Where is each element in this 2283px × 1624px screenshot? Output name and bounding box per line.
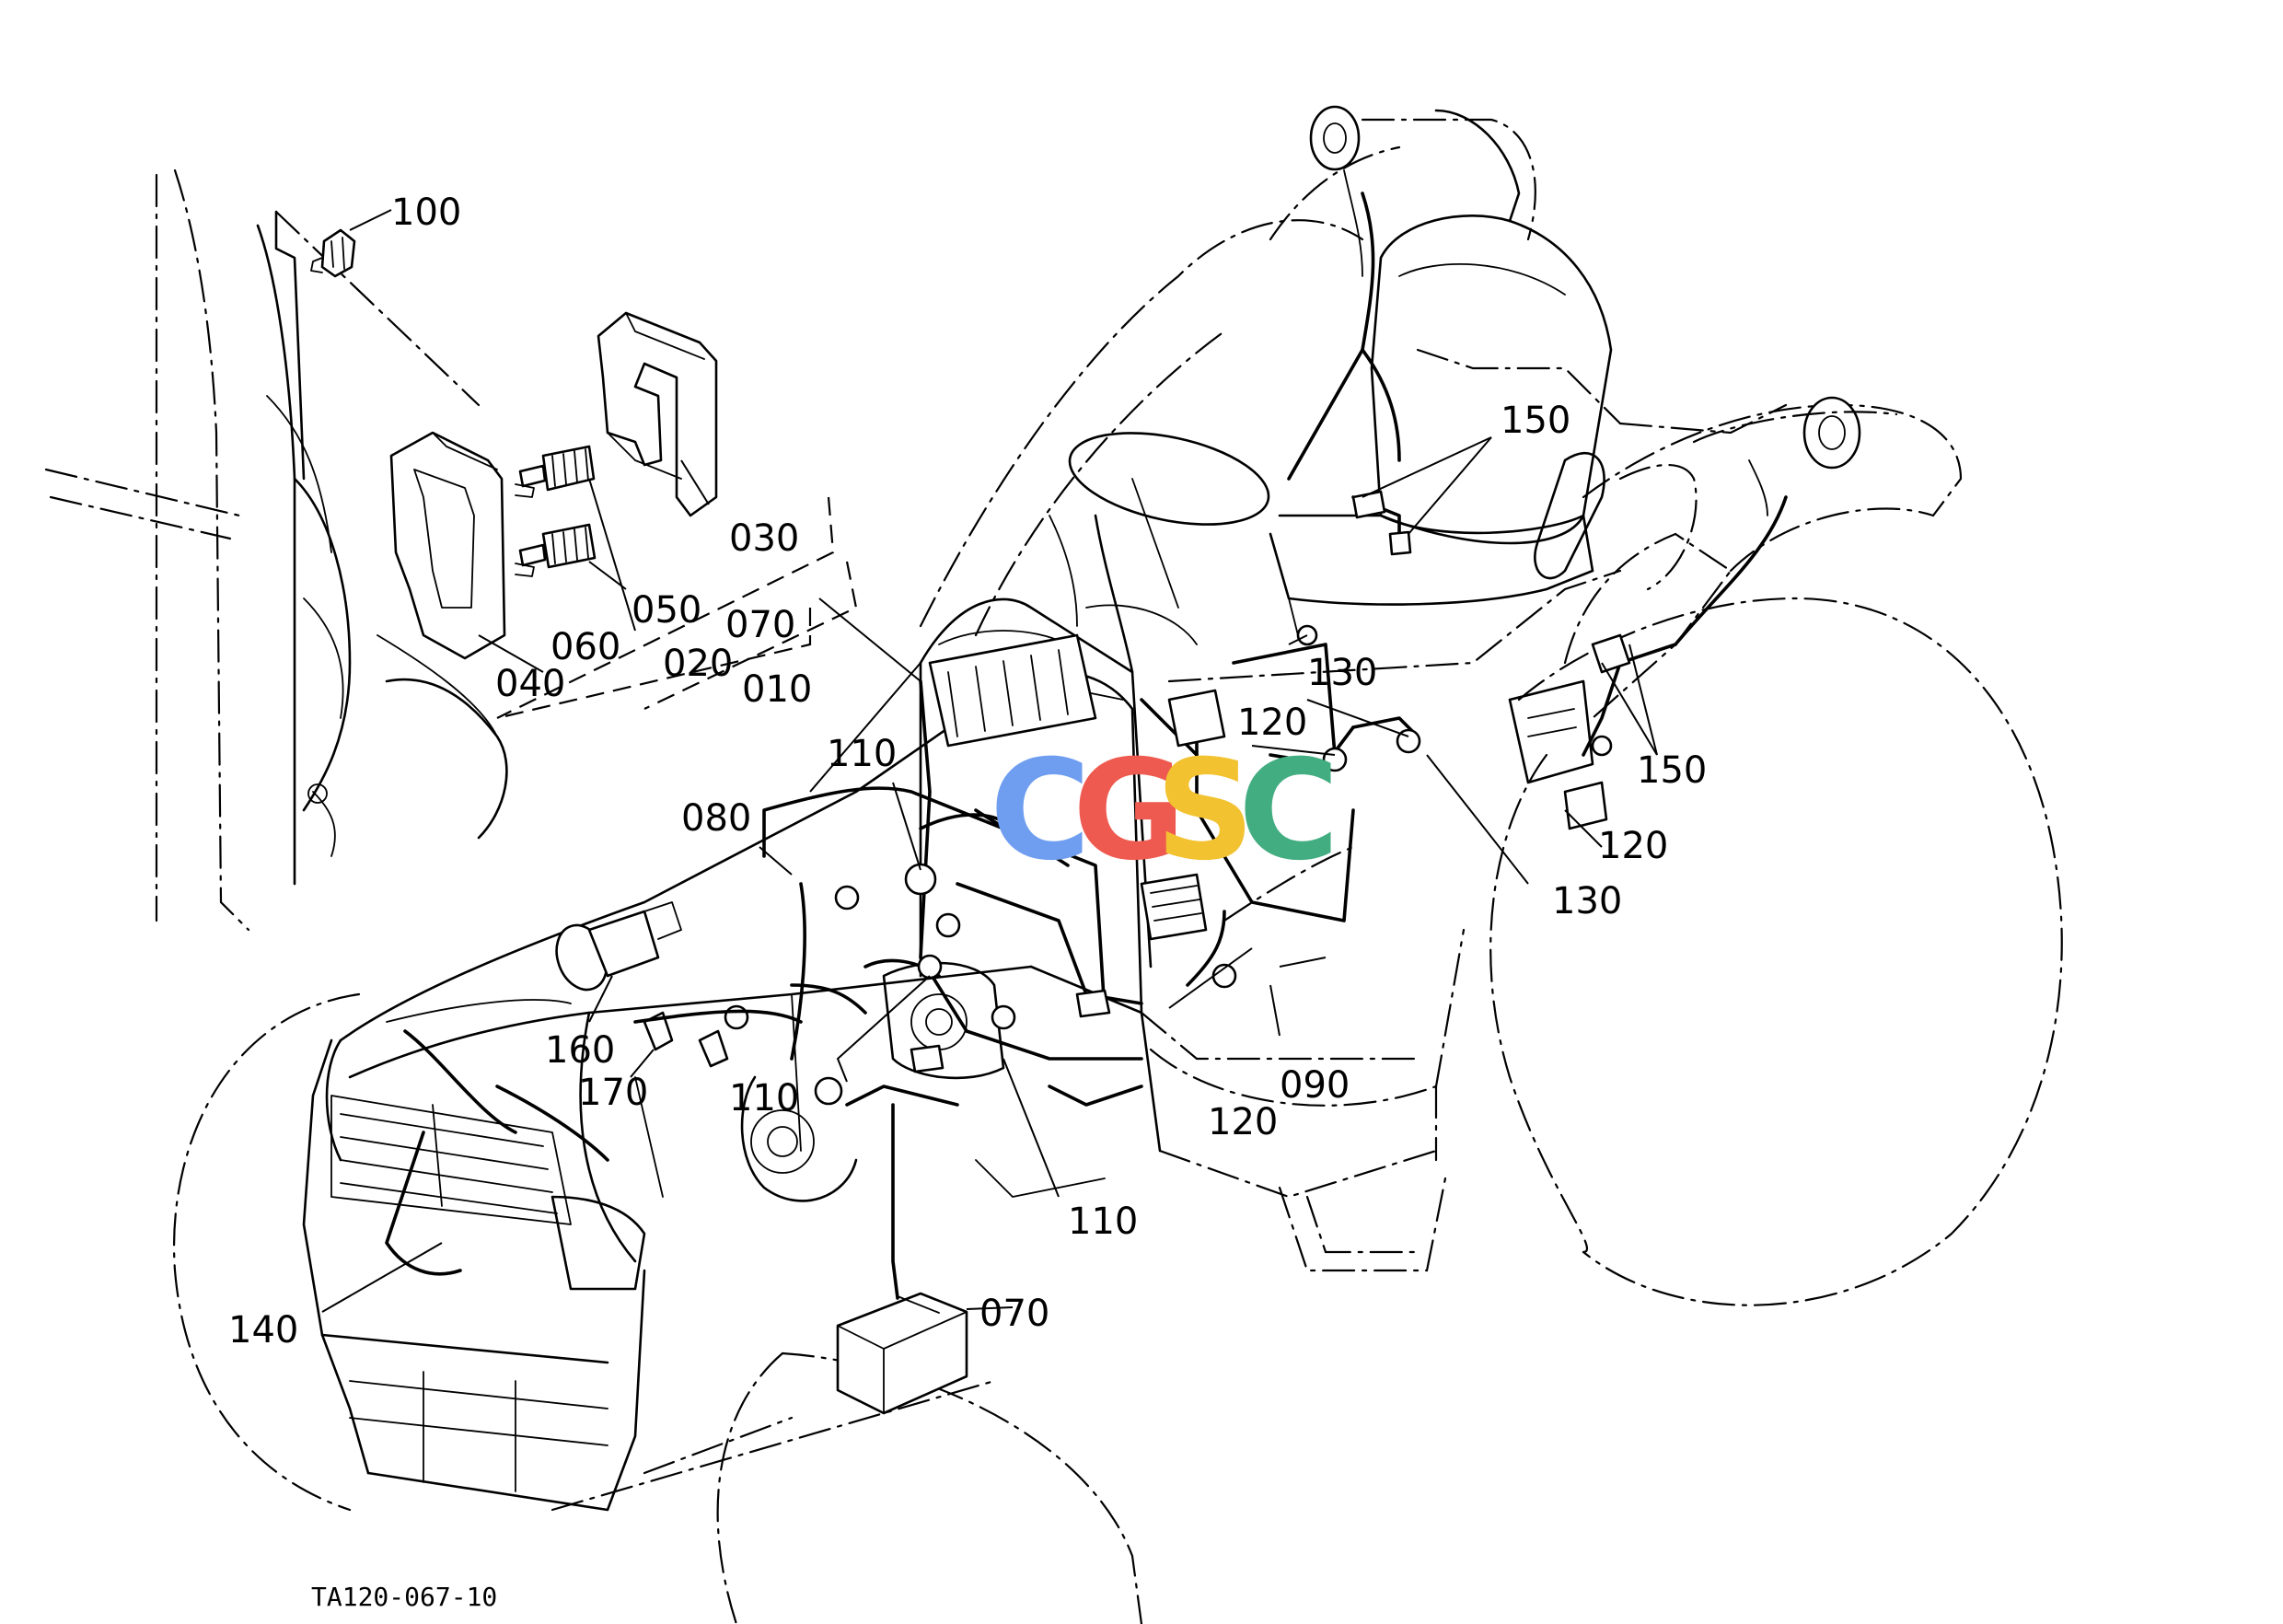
callout-070-lower: 070 xyxy=(979,1293,1049,1335)
side-panel-drawing xyxy=(44,168,508,932)
callout-070-upper: 070 xyxy=(725,604,795,646)
wiring-harness xyxy=(385,191,1788,1300)
watermark-letter-c2: C xyxy=(1238,731,1339,891)
part-040-cover xyxy=(389,431,506,660)
watermark-logo: C G S C xyxy=(990,731,1339,891)
exploded-parts xyxy=(310,228,968,1415)
kit-bracket-lines xyxy=(496,496,858,720)
part-050-connector xyxy=(515,445,596,498)
part-030-cover xyxy=(597,311,718,517)
callout-130-top: 130 xyxy=(1307,652,1377,694)
callout-030: 030 xyxy=(729,517,799,560)
callout-150-right: 150 xyxy=(1637,749,1707,792)
callout-labels: 100 030 050 070 060 020 040 010 110 080 … xyxy=(228,191,1707,1351)
right-bracket-drawing xyxy=(1508,451,1605,784)
part-100-plug xyxy=(310,228,356,278)
steering-drawing xyxy=(1049,432,1270,674)
front-grille-drawing xyxy=(302,1038,646,1512)
callout-090: 090 xyxy=(1280,1064,1350,1107)
callout-120-bottom: 120 xyxy=(1208,1101,1278,1143)
leader-lines xyxy=(321,209,1658,1313)
callout-050: 050 xyxy=(632,589,701,632)
callout-110-mid: 110 xyxy=(729,1077,799,1119)
rear-wheel-drawing xyxy=(1416,348,2063,1306)
callout-130-right: 130 xyxy=(1552,880,1622,922)
callout-140: 140 xyxy=(228,1309,298,1351)
callout-080: 080 xyxy=(681,797,751,840)
callout-110-bottom: 110 xyxy=(1068,1201,1138,1243)
part-160-horn xyxy=(555,901,682,992)
watermark-letter-c1: C xyxy=(990,731,1091,891)
tractor-line-art xyxy=(44,105,2063,1624)
callout-170: 170 xyxy=(578,1072,648,1114)
part-170-sensor xyxy=(643,1004,749,1068)
callout-020: 020 xyxy=(663,643,733,685)
callout-060: 060 xyxy=(550,626,620,668)
callout-110-top: 110 xyxy=(827,733,897,775)
figure-code: TA120-067-10 xyxy=(311,1582,497,1612)
callout-040: 040 xyxy=(495,663,565,705)
cab-fender-drawing xyxy=(919,118,1622,1272)
callout-010: 010 xyxy=(742,668,812,711)
seat-drawing xyxy=(1269,105,1613,636)
callout-120-top: 120 xyxy=(1237,702,1307,744)
callout-160: 160 xyxy=(545,1029,615,1072)
callout-100: 100 xyxy=(391,191,461,234)
part-060-connector xyxy=(515,523,597,577)
part-070-box xyxy=(836,1292,968,1415)
callout-150-top: 150 xyxy=(1501,400,1570,442)
callout-120-right: 120 xyxy=(1598,825,1668,867)
watermark-letter-s: S xyxy=(1155,731,1255,891)
watermark-letter-g: G xyxy=(1072,731,1186,891)
